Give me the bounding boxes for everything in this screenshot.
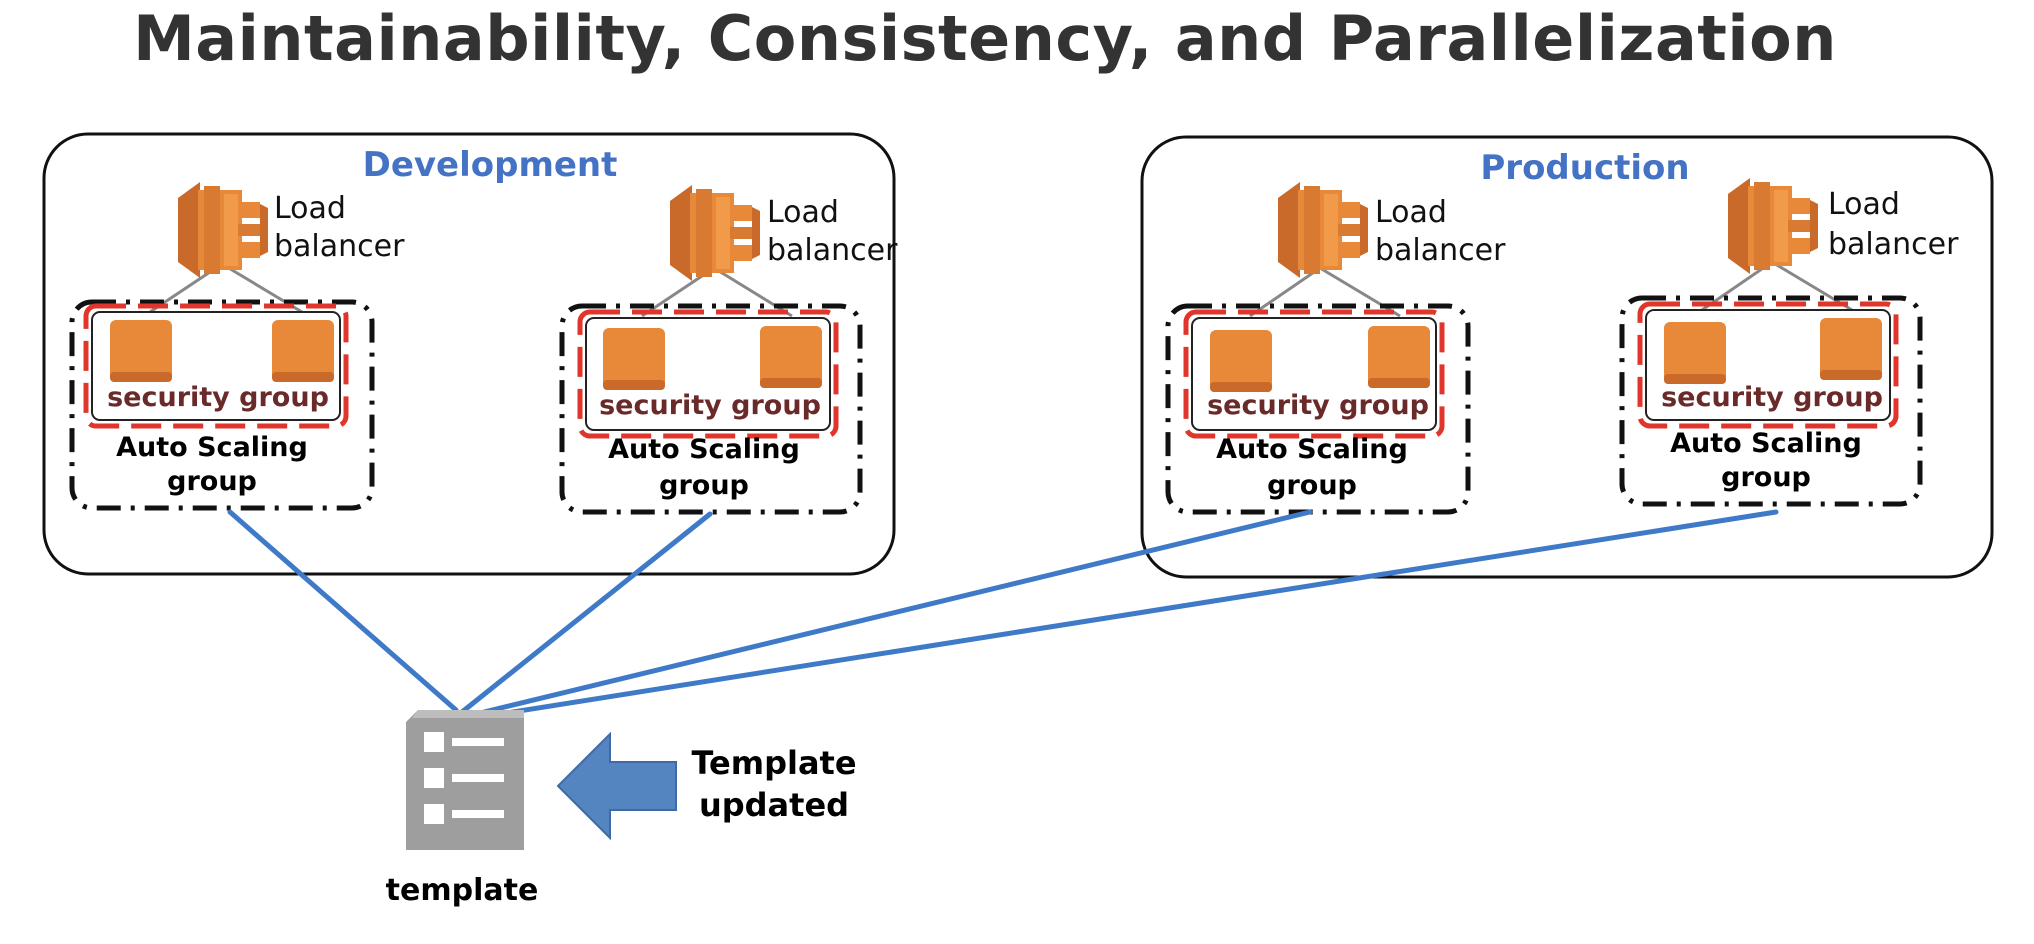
deployment-group-dev-2: Load balancer security group Auto Scalin… [559,185,898,515]
auto-scaling-group-label: Auto Scaling [608,434,800,465]
auto-scaling-group-label: group [1267,470,1357,501]
load-balancer-label: balancer [1828,227,1959,262]
auto-scaling-group-border [1619,295,1923,507]
instance-icon [1210,330,1272,392]
load-balancer-label: Load [767,195,839,230]
instance-icon [1664,322,1726,384]
load-balancer-label: Load [1828,187,1900,222]
template-updated-label: updated [699,786,849,824]
environment-label-development: Development [363,145,618,185]
deployment-group-prod-1: Load balancer security group Auto Scalin… [1165,182,1506,515]
auto-scaling-group-label: group [659,470,749,501]
instance-icon [1368,326,1430,388]
development-environment: Development [42,132,896,576]
connector-line [497,509,1779,717]
auto-scaling-group-label: group [167,466,257,497]
load-balancer-label: balancer [1375,233,1506,268]
security-group-border [1183,309,1445,439]
load-balancer-icon [670,185,760,281]
development-container [42,132,896,576]
instance-icon [760,326,822,388]
instance-icon [272,320,334,382]
deployment-group-prod-2: Load balancer security group Auto Scalin… [1619,178,1959,507]
auto-scaling-group-border [69,299,375,511]
instance-icon [603,328,665,390]
template-label: template [386,873,539,908]
load-balancer-label: Load [274,191,346,226]
connector-line [459,511,713,715]
auto-scaling-group-border [559,303,863,515]
auto-scaling-group-border [1165,303,1471,515]
load-balancer-icon [178,182,268,278]
template-updated-label: Template [691,744,856,782]
connector-line [227,509,459,713]
auto-scaling-group-label: Auto Scaling [1670,428,1862,459]
auto-scaling-group-label: Auto Scaling [1216,434,1408,465]
connector-line [481,509,1313,715]
security-group-label: security group [107,382,329,413]
security-group-label: security group [1207,390,1429,421]
template-connectors [227,509,1779,717]
production-container [1140,135,1994,579]
production-environment: Production [1140,135,1994,579]
load-balancer-icon [1728,178,1818,274]
load-balancer-icon [1278,182,1368,278]
security-group-border [577,309,839,439]
security-group-label: security group [599,390,821,421]
environment-label-production: Production [1480,148,1689,188]
security-group-label: security group [1661,382,1883,413]
deployment-group-dev-1: Load balancer security group Auto Scalin… [69,182,405,511]
auto-scaling-group-label: group [1721,462,1811,493]
load-balancer-label: balancer [767,233,898,268]
instance-icon [110,320,172,382]
left-arrow-icon [556,731,677,841]
auto-scaling-group-label: Auto Scaling [116,432,308,463]
page-title: Maintainability, Consistency, and Parall… [133,2,1837,75]
security-group-border [1637,301,1899,429]
security-group-border [83,303,349,429]
instance-icon [1820,318,1882,380]
template-document-icon [406,710,524,850]
load-balancer-label: Load [1375,195,1447,230]
load-balancer-label: balancer [274,229,405,264]
